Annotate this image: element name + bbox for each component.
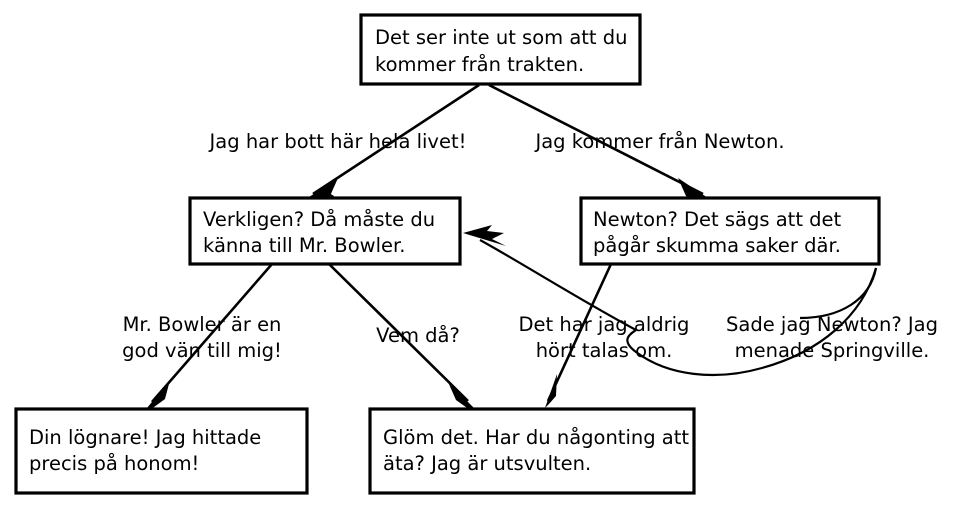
edge-line-verkligen-to-lognare	[151, 263, 273, 403]
edge-curve-springville-b	[626, 267, 878, 377]
edge-label-root-to-verkligen: Jag har bott här hela livet!	[208, 130, 467, 153]
edge-label-newton-to-glom-line-1: Det har jag aldrig	[519, 313, 690, 336]
edge-label-verkligen-to-lognare-line-1: Mr. Bowler är en	[123, 313, 282, 336]
node-glom[interactable]: Glöm det. Har du någonting att äta? Jag …	[368, 407, 696, 495]
node-verkligen[interactable]: Verkligen? Då måste du känna till Mr. Bo…	[188, 196, 462, 266]
node-root-box[interactable]	[359, 13, 642, 86]
arrowhead-verkligen-to-lognare	[147, 380, 170, 410]
edge-label-verkligen-to-glom: Vem då?	[376, 324, 460, 347]
arrowhead-newton-to-verkligen	[463, 225, 506, 246]
edge-label-newton-to-verkligen-line-2: menade Springville.	[735, 339, 930, 362]
edge-line-verkligen-to-glom	[328, 263, 469, 402]
node-lognare[interactable]: Din lögnare! Jag hittade precis på honom…	[14, 407, 309, 495]
node-glom-line-1: Glöm det. Har du någonting att	[383, 426, 689, 449]
edge-label-root-to-newton-line-1: Jag kommer från Newton.	[533, 130, 784, 153]
edge-label-root-to-verkligen-line-1: Jag har bott här hela livet!	[208, 130, 467, 153]
edge-label-newton-to-verkligen-line-1: Sade jag Newton? Jag	[726, 313, 938, 336]
edge-label-verkligen-to-lognare-line-2: god vän till mig!	[122, 339, 282, 362]
edge-label-root-to-newton: Jag kommer från Newton.	[533, 130, 784, 153]
edge-newton-to-verkligen	[463, 225, 637, 331]
node-root-line-2: kommer från trakten.	[375, 53, 584, 76]
node-newton-line-2: pågår skumma saker där.	[593, 234, 841, 257]
node-glom-line-2: äta? Jag är utsvulten.	[383, 452, 591, 475]
arrowhead-newton-to-glom	[545, 374, 557, 408]
edge-verkligen-to-glom	[328, 263, 474, 410]
node-newton-line-1: Newton? Det sägs att det	[593, 208, 842, 231]
edge-label-newton-to-verkligen: Sade jag Newton? Jag menade Springville.	[726, 313, 938, 362]
arrowhead-verkligen-to-glom	[448, 382, 474, 410]
edge-line-newton-to-glom	[546, 263, 613, 402]
node-verkligen-box[interactable]	[188, 196, 462, 266]
node-glom-box[interactable]	[368, 407, 696, 495]
node-lognare-box[interactable]	[14, 407, 309, 495]
node-verkligen-line-2: känna till Mr. Bowler.	[203, 234, 405, 257]
node-root-line-1: Det ser inte ut som att du	[375, 26, 628, 49]
edge-line-root-to-verkligen	[312, 83, 480, 196]
node-lognare-line-1: Din lögnare! Jag hittade	[29, 426, 261, 449]
node-lognare-line-2: precis på honom!	[29, 452, 199, 475]
edge-label-newton-to-glom-line-2: hört talas om.	[536, 339, 673, 362]
node-newton-box[interactable]	[579, 196, 881, 266]
node-verkligen-line-1: Verkligen? Då måste du	[203, 208, 435, 231]
edge-label-newton-to-glom: Det har jag aldrig hört talas om.	[519, 313, 690, 362]
node-newton[interactable]: Newton? Det sägs att det pågår skumma sa…	[579, 196, 881, 266]
edge-verkligen-to-lognare	[147, 263, 273, 410]
edge-curve-newton-to-verkligen	[479, 239, 637, 331]
node-root[interactable]: Det ser inte ut som att du kommer från t…	[359, 13, 642, 86]
edge-newton-springville-loop	[626, 267, 878, 377]
edge-label-verkligen-to-lognare: Mr. Bowler är en god vän till mig!	[122, 313, 282, 362]
edge-label-verkligen-to-glom-line-1: Vem då?	[376, 324, 460, 347]
edge-line-root-to-newton	[488, 83, 704, 196]
edge-newton-to-glom	[545, 263, 613, 408]
